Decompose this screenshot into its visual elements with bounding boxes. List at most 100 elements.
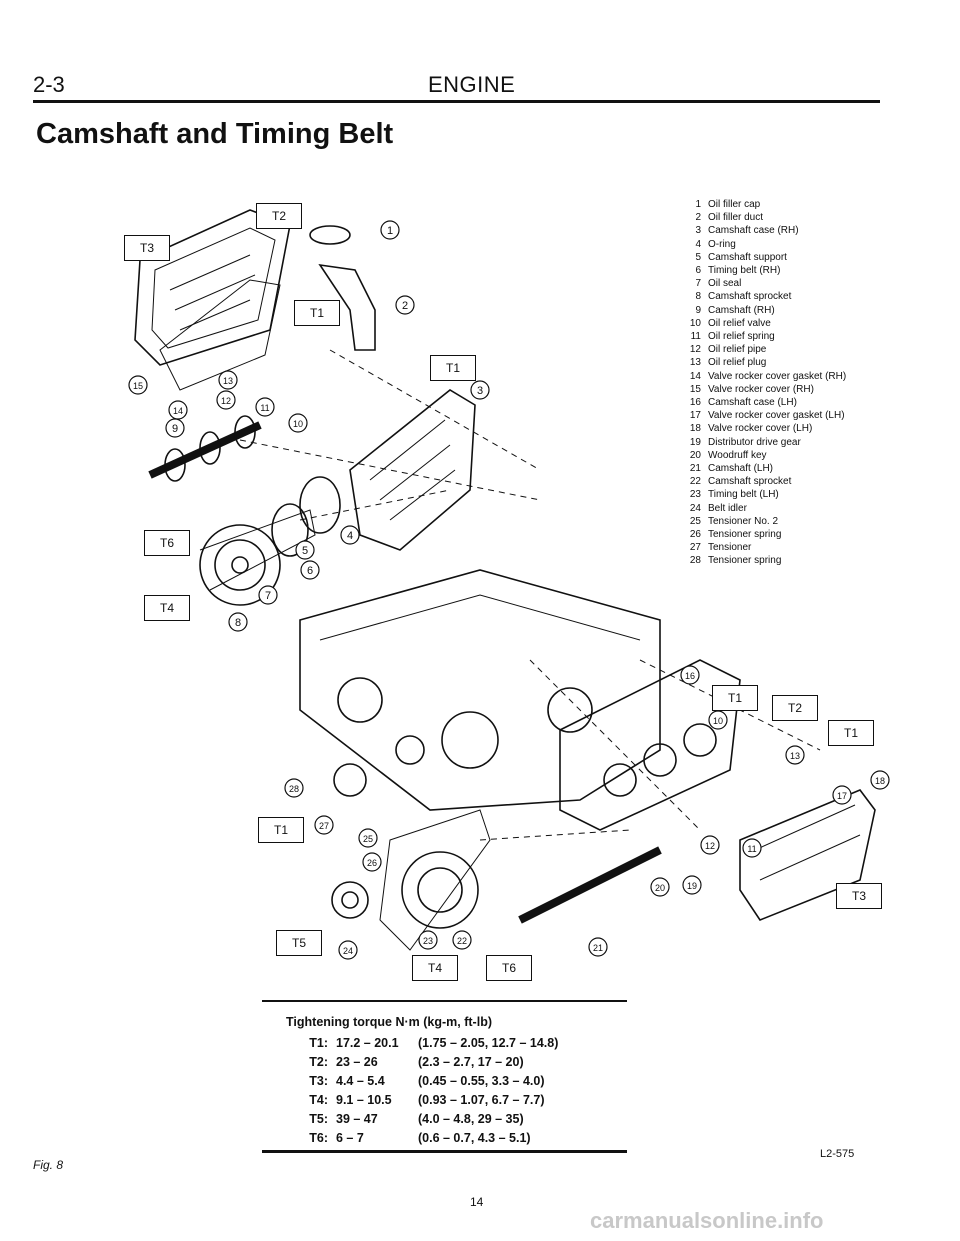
callout-number: 15 xyxy=(128,375,148,395)
svg-text:1: 1 xyxy=(387,225,393,237)
torque-nm: 23 – 26 xyxy=(336,1055,378,1069)
rh-camshaft xyxy=(148,421,262,479)
torque-nm: 39 – 47 xyxy=(336,1112,378,1126)
svg-text:5: 5 xyxy=(302,545,308,557)
part-name: Oil relief pipe xyxy=(708,344,767,356)
torque-label: T6: xyxy=(309,1131,328,1145)
torque-bottom-rule xyxy=(262,1150,627,1153)
part-name: Tensioner spring xyxy=(708,529,782,541)
part-name: Oil relief plug xyxy=(708,357,767,369)
part-name: Oil filler cap xyxy=(708,199,761,210)
part-name: Camshaft sprocket xyxy=(708,476,792,488)
svg-text:15: 15 xyxy=(133,381,143,391)
belt-idler xyxy=(331,881,369,919)
svg-text:21: 21 xyxy=(593,943,603,953)
torque-heading: Tightening torque N·m (kg-m, ft-lb) xyxy=(286,1015,492,1029)
svg-text:8: 8 xyxy=(235,617,241,629)
callout-number: 25 xyxy=(358,828,378,848)
callout-number: 16 xyxy=(680,665,700,685)
svg-text:22: 22 xyxy=(457,936,467,946)
torque-row: T3: 4.4 – 5.4 (0.45 – 0.55, 3.3 – 4.0) xyxy=(286,1074,544,1088)
list-item: 5 Camshaft support xyxy=(679,251,846,264)
torque-nm: 4.4 – 5.4 xyxy=(336,1074,385,1088)
part-number: 18 xyxy=(689,423,701,435)
svg-text:14: 14 xyxy=(173,406,183,416)
part-number: 10 xyxy=(689,317,701,329)
oil-filler-cap xyxy=(309,225,351,245)
part-name: Oil seal xyxy=(708,278,742,290)
callout-number: 11 xyxy=(255,397,275,417)
torque-nm: 6 – 7 xyxy=(336,1131,364,1145)
part-number: 4 xyxy=(695,238,701,250)
svg-text:23: 23 xyxy=(423,936,433,946)
torque-tag: T2 xyxy=(256,203,302,229)
callout-number: 13 xyxy=(785,745,805,765)
torque-top-rule xyxy=(262,1000,627,1002)
part-name: Camshaft support xyxy=(708,251,787,263)
svg-text:4: 4 xyxy=(347,530,353,542)
part-number: 15 xyxy=(689,383,701,395)
svg-text:28: 28 xyxy=(289,784,299,794)
part-number: 27 xyxy=(689,542,701,554)
callout-number: 1 xyxy=(380,220,400,240)
lh-belt xyxy=(379,809,491,951)
part-name: Valve rocker cover (RH) xyxy=(708,383,814,395)
torque-tag: T1 xyxy=(828,720,874,746)
part-number: 2 xyxy=(695,212,701,224)
callout-number: 12 xyxy=(216,390,236,410)
svg-text:19: 19 xyxy=(687,881,697,891)
torque-tag: T6 xyxy=(486,955,532,981)
callout-number: 19 xyxy=(682,875,702,895)
callout-number: 26 xyxy=(362,852,382,872)
part-number: 17 xyxy=(689,410,701,422)
svg-text:12: 12 xyxy=(221,396,231,406)
part-name: Oil relief valve xyxy=(708,317,771,329)
svg-text:3: 3 xyxy=(477,385,483,397)
callout-number: 21 xyxy=(588,937,608,957)
part-number: 11 xyxy=(690,331,701,343)
torque-tag: T3 xyxy=(836,883,882,909)
part-number: 25 xyxy=(689,515,701,527)
svg-text:10: 10 xyxy=(293,419,303,429)
svg-text:9: 9 xyxy=(172,423,178,435)
torque-tag: T1 xyxy=(294,300,340,326)
torque-nm: 17.2 – 20.1 xyxy=(336,1036,399,1050)
svg-text:6: 6 xyxy=(307,565,313,577)
torque-tag: T1 xyxy=(430,355,476,381)
part-number: 5 xyxy=(695,251,701,263)
svg-text:17: 17 xyxy=(837,791,847,801)
svg-text:11: 11 xyxy=(747,844,756,854)
torque-other: (0.93 – 1.07, 6.7 – 7.7) xyxy=(418,1093,545,1107)
section-number: 2-3 xyxy=(33,72,65,97)
part-number: 9 xyxy=(695,304,701,316)
watermark: carmanualsonline.info xyxy=(590,1208,824,1233)
callout-number: 5 xyxy=(295,540,315,560)
part-name: Tensioner xyxy=(708,542,752,554)
callout-number: 2 xyxy=(395,295,415,315)
tensioner xyxy=(333,763,367,797)
svg-text:16: 16 xyxy=(685,671,695,681)
part-number: 16 xyxy=(689,397,701,409)
part-name: Tensioner spring xyxy=(708,555,782,567)
rh-rocker-cover xyxy=(134,209,291,366)
part-number: 20 xyxy=(689,449,701,461)
list-item: 10 Oil relief valve xyxy=(679,317,846,330)
part-name: Oil relief spring xyxy=(708,331,775,343)
callout-number: 4 xyxy=(340,525,360,545)
callout-number: 20 xyxy=(650,877,670,897)
torque-tag: T5 xyxy=(276,930,322,956)
svg-text:7: 7 xyxy=(265,590,271,602)
